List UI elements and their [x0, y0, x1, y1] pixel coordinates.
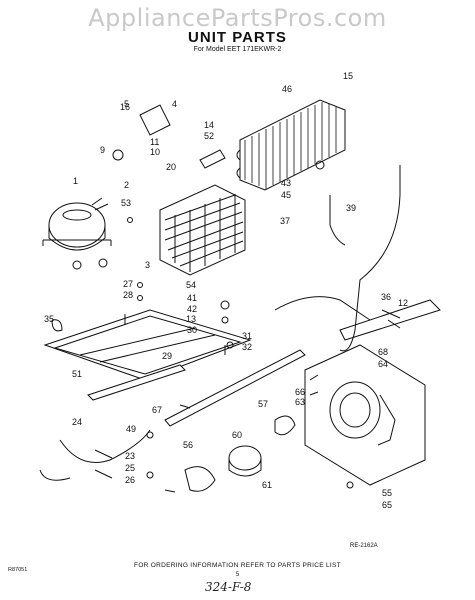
callout-63: 63 — [295, 397, 305, 407]
page-title: UNIT PARTS — [188, 29, 287, 46]
callout-51: 51 — [72, 369, 82, 379]
callout-20: 20 — [166, 162, 176, 172]
callout-57: 57 — [258, 399, 268, 409]
callout-1: 1 — [73, 176, 78, 186]
callout-2: 2 — [124, 180, 129, 190]
callout-36: 36 — [381, 292, 391, 302]
callout-56: 56 — [183, 440, 193, 450]
condenser-drawing — [236, 99, 346, 191]
callout-29: 29 — [162, 351, 172, 361]
callout-9: 9 — [100, 145, 105, 155]
callout-labels: 1 2 3 4 5 9 10 11 12 13 14 15 16 20 23 2… — [44, 71, 408, 510]
callout-27: 27 — [123, 279, 133, 289]
callout-26: 26 — [125, 475, 135, 485]
tubing-drawing — [39, 165, 401, 481]
watermark: AppliancePartsPros.com — [88, 4, 387, 32]
rails-drawing — [87, 349, 306, 427]
callout-64: 64 — [378, 359, 388, 369]
callout-46: 46 — [282, 84, 292, 94]
callout-25: 25 — [125, 463, 135, 473]
print-code: R87051 — [8, 567, 28, 573]
callout-15: 15 — [343, 71, 353, 81]
callout-12: 12 — [398, 298, 408, 308]
callout-52: 52 — [204, 131, 214, 141]
callout-37: 37 — [280, 216, 290, 226]
callout-45: 45 — [281, 190, 291, 200]
callout-43: 43 — [281, 178, 291, 188]
callout-55: 55 — [382, 488, 392, 498]
callout-54: 54 — [186, 280, 196, 290]
callout-16: 16 — [120, 102, 130, 112]
callout-3: 3 — [145, 260, 150, 270]
evaporator-drawing — [159, 184, 246, 276]
callout-14: 14 — [204, 120, 214, 130]
callout-13: 13 — [186, 314, 196, 324]
callout-41: 41 — [187, 293, 197, 303]
callout-10: 10 — [150, 147, 160, 157]
callout-61: 61 — [262, 480, 272, 490]
callout-53: 53 — [121, 198, 131, 208]
callout-66: 66 — [295, 387, 305, 397]
handwritten-note: 324-F-8 — [205, 580, 252, 594]
callout-60: 60 — [232, 430, 242, 440]
callout-31: 31 — [242, 331, 252, 341]
small-parts-drawing — [51, 104, 401, 493]
base-frame-drawing — [43, 309, 252, 381]
callout-30: 30 — [187, 325, 197, 335]
page-number: 5 — [235, 572, 240, 578]
fan-motor-drawing — [184, 415, 296, 492]
model-subtitle: For Model EET 171EKWR-2 — [193, 46, 282, 53]
callout-28: 28 — [123, 290, 133, 300]
callout-42: 42 — [187, 304, 197, 314]
ordering-info-footer: FOR ORDERING INFORMATION REFER TO PARTS … — [134, 562, 341, 569]
callout-35: 35 — [44, 314, 54, 324]
callout-68: 68 — [378, 347, 388, 357]
compressor-drawing — [42, 197, 112, 270]
callout-49: 49 — [126, 424, 136, 434]
reference-code: RE-2162A — [350, 543, 378, 549]
callout-11: 11 — [150, 137, 159, 147]
callout-4: 4 — [172, 99, 177, 109]
callout-23: 23 — [125, 451, 135, 461]
callout-67: 67 — [152, 405, 162, 415]
callout-65: 65 — [382, 500, 392, 510]
callout-32: 32 — [242, 342, 252, 352]
callout-5: 5 — [124, 99, 129, 109]
fan-shroud-drawing — [304, 299, 441, 486]
callout-24: 24 — [72, 417, 82, 427]
callout-39: 39 — [346, 203, 356, 213]
